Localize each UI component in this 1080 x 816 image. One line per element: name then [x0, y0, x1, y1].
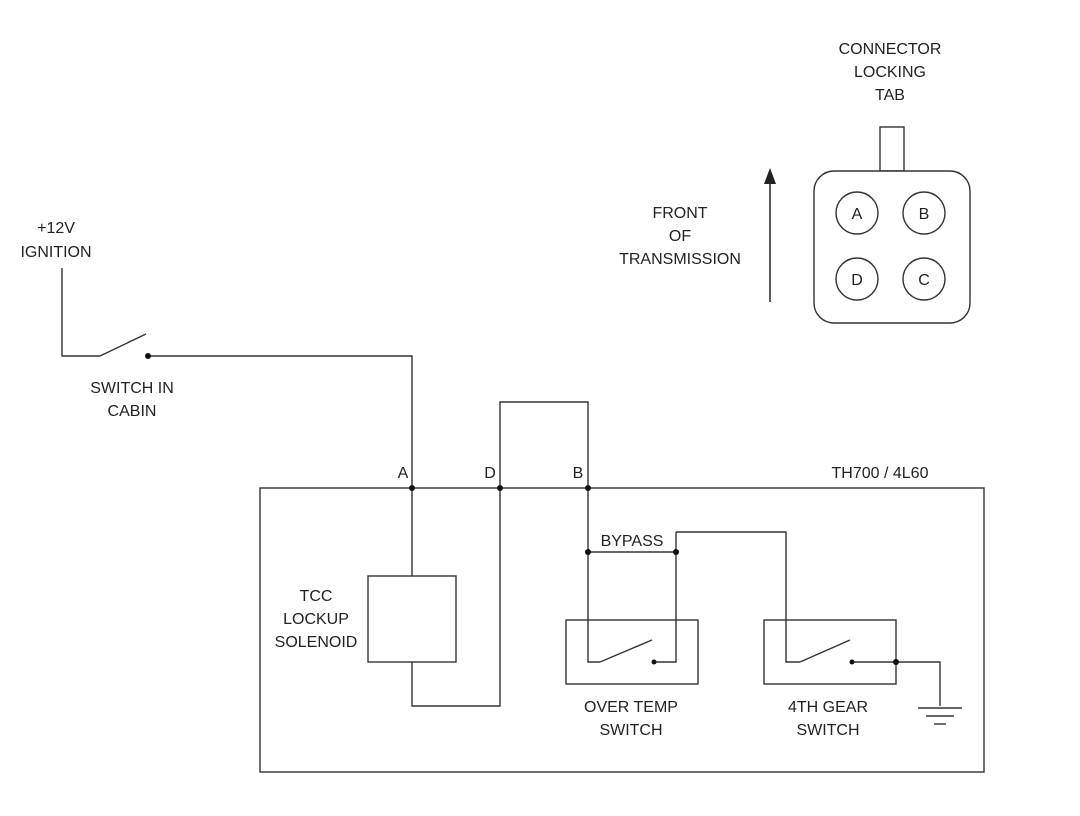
junction-dot	[651, 659, 657, 665]
junction-dot	[409, 485, 415, 491]
fourth-gear-to-ground-wire	[854, 661, 941, 706]
junction-dot	[673, 549, 679, 555]
cabin-switch-label-line2: CABIN	[108, 403, 157, 420]
junction-dot	[145, 353, 151, 359]
pin-b-label: B	[573, 465, 584, 482]
junction-dot	[849, 659, 855, 665]
orientation-label-line1: FRONT	[652, 205, 707, 222]
connector-pin-d	[835, 257, 879, 301]
d-to-b-loop-wire	[499, 401, 589, 488]
connector-pin-a	[835, 191, 879, 235]
fourth-gear-switch-box	[763, 619, 897, 685]
fourth-gear-switch-label-line2: SWITCH	[796, 722, 859, 739]
solenoid-label-line3: SOLENOID	[275, 634, 358, 651]
connector-body	[813, 170, 971, 324]
connector-pin-c	[902, 257, 946, 301]
bypass-to-fourth-gear-wire	[676, 531, 800, 663]
solenoid-box	[367, 575, 457, 663]
over-temp-switch-label-line1: OVER TEMP	[584, 699, 678, 716]
fourth-gear-switch-label-line1: 4TH GEAR	[788, 699, 868, 716]
connector-tab-label-line3: TAB	[875, 87, 905, 104]
wires	[61, 268, 985, 773]
connector-locking-tab	[879, 126, 905, 172]
connector-tab-label-line1: CONNECTOR	[839, 41, 942, 58]
pin-b-to-over-temp-wire	[587, 488, 600, 663]
labels: +12V IGNITION SWITCH IN CABIN TH700 / 4L…	[20, 41, 941, 739]
over-temp-switch-box	[565, 619, 699, 685]
ignition-wire	[61, 268, 100, 357]
transmission-enclosure	[259, 487, 985, 773]
connector	[813, 126, 971, 324]
over-temp-switch-blade	[599, 639, 653, 663]
junction-dots	[145, 353, 899, 665]
orientation-label-line3: TRANSMISSION	[619, 251, 741, 268]
power-voltage-label: +12V	[37, 220, 75, 237]
connector-tab-label-line2: LOCKING	[854, 64, 926, 81]
power-source-label: IGNITION	[20, 244, 91, 261]
junction-dot	[497, 485, 503, 491]
junction-dot	[585, 485, 591, 491]
pin-a-label: A	[398, 465, 409, 482]
over-temp-output-wire	[656, 552, 677, 663]
junction-dot	[893, 659, 899, 665]
junction-dot	[585, 549, 591, 555]
connector-pin-b-label: B	[919, 206, 930, 223]
over-temp-switch-label-line2: SWITCH	[599, 722, 662, 739]
solenoid-label-line2: LOCKUP	[283, 611, 349, 628]
solenoid-label-line1: TCC	[300, 588, 333, 605]
connector-pin-d-label: D	[851, 272, 863, 289]
connector-pin-b	[902, 191, 946, 235]
cabin-to-pin-a-wire	[148, 355, 413, 488]
pin-d-label: D	[484, 465, 496, 482]
arrow-up-icon	[764, 168, 776, 302]
connector-pin-a-label: A	[852, 206, 863, 223]
transmission-label: TH700 / 4L60	[832, 465, 929, 482]
bypass-label: BYPASS	[601, 533, 664, 550]
fourth-gear-switch-blade	[799, 639, 851, 663]
orientation-label-line2: OF	[669, 228, 691, 245]
connector-pin-c-label: C	[918, 272, 930, 289]
cabin-switch-blade	[99, 333, 147, 357]
ground-symbol-icon	[918, 707, 962, 725]
cabin-switch-label-line1: SWITCH IN	[90, 380, 174, 397]
solenoid-to-pin-d-wire	[411, 488, 501, 707]
